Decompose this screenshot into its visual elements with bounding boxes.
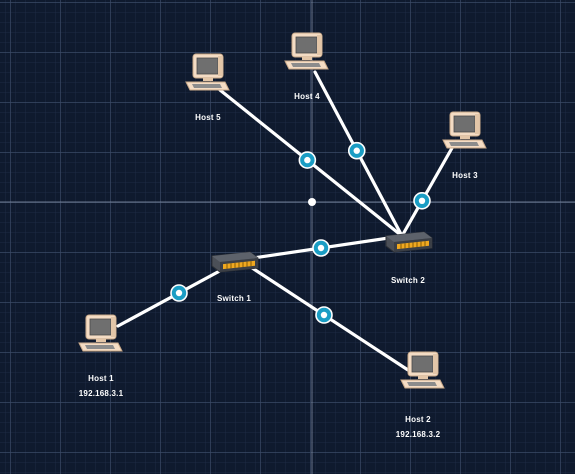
host4-label: Host 4	[294, 92, 320, 101]
origin-dot	[308, 198, 316, 206]
switch1-name: Switch 1	[216, 294, 252, 303]
switch2-label: Switch 2	[391, 276, 425, 285]
switch-icon	[385, 231, 433, 253]
switch1-label: Switch 1	[217, 294, 251, 303]
switch1-node[interactable]	[211, 251, 259, 273]
host4-name: Host 4	[294, 92, 320, 101]
host5-name: Host 5	[195, 113, 221, 122]
link-marker-host4-switch2[interactable]	[347, 141, 366, 160]
host3-label: Host 3	[452, 171, 478, 180]
link-markers-layer	[170, 141, 431, 324]
host2-label: Host 2 192.168.3.2	[396, 415, 440, 439]
link-marker-host1-switch1[interactable]	[170, 284, 188, 302]
link-marker-switch1-host2[interactable]	[315, 306, 333, 324]
link-marker-host3-switch2[interactable]	[413, 192, 431, 210]
host2-name: Host 2	[405, 415, 431, 424]
switch2-name: Switch 2	[390, 276, 426, 285]
host1-name: Host 1	[88, 374, 114, 383]
switch-icon	[211, 251, 259, 273]
link-host3-switch2[interactable]	[400, 146, 454, 238]
host3-name: Host 3	[452, 171, 478, 180]
host5-label: Host 5	[195, 113, 221, 122]
switch2-node[interactable]	[385, 231, 433, 253]
host1-label: Host 1 192.168.3.1	[79, 374, 123, 398]
link-marker-switch1-switch2[interactable]	[312, 239, 330, 257]
host2-ip: 192.168.3.2	[395, 430, 441, 439]
link-marker-host5-switch2[interactable]	[298, 151, 317, 169]
host1-ip: 192.168.3.1	[78, 389, 124, 398]
